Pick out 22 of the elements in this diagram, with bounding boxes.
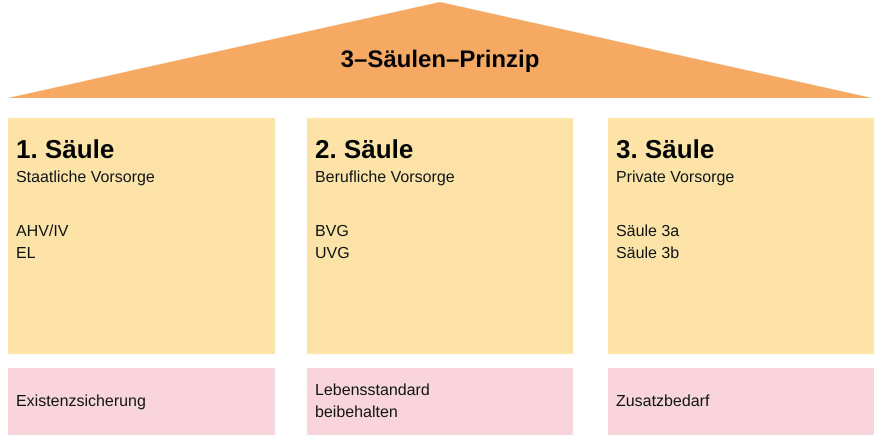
base-panel [608,368,874,435]
pillar-panel [8,118,275,354]
base-panel [307,368,573,435]
pillar-item: EL [16,244,37,264]
pillar-item: AHV/IV [16,222,70,242]
pillar-item: Säule 3a [616,222,680,242]
pillar-item: Säule 3b [616,244,680,264]
pillar-subtitle: Berufliche Vorsorge [315,169,456,187]
pillar-subtitle: Staatliche Vorsorge [16,169,156,187]
pillar-panel [307,118,573,354]
pillar-heading: 3. Säule [616,134,716,165]
pillar-item: UVG [315,244,351,264]
pillar-panel [608,118,874,354]
base-text: Existenzsicherung [16,392,146,412]
pillar-item: BVG [315,222,350,242]
pillar-subtitle: Private Vorsorge [616,169,736,187]
roof-title: 3–Säulen–Prinzip [340,46,540,74]
pillar-heading: 1. Säule [16,134,116,165]
base-panel [8,368,275,435]
pillar-heading: 2. Säule [315,134,414,165]
base-text: Zusatzbedarf [616,392,710,412]
base-text: Lebensstandard beibehalten [315,380,431,422]
